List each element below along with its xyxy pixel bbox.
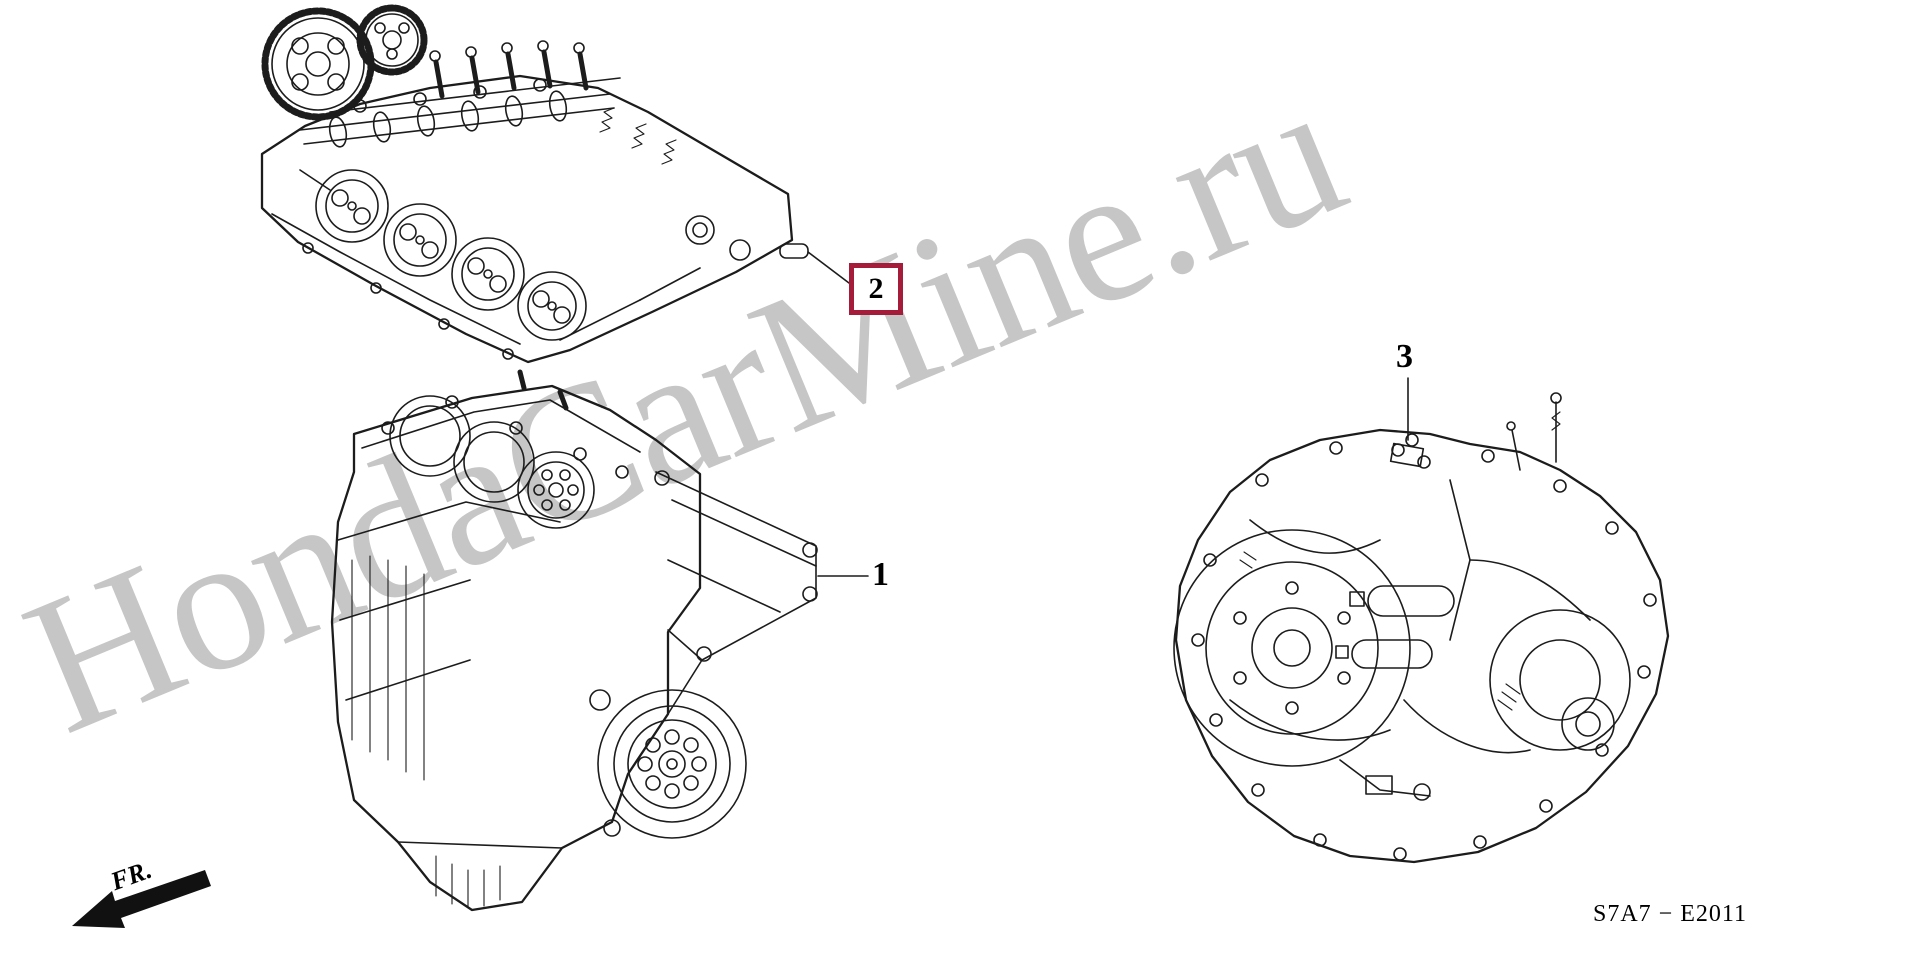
callout-1-label: 1 (872, 556, 889, 593)
diagram-code: S7A7 − E2011 (1593, 901, 1747, 927)
engine-block-drawing (330, 369, 818, 912)
callout-3[interactable]: 3 (1396, 340, 1413, 374)
callout-1[interactable]: 1 (872, 558, 889, 592)
leader-line-2 (807, 251, 850, 284)
transmission-drawing (1173, 392, 1670, 864)
cylinder-head-drawing (260, 4, 809, 364)
callout-2-label: 2 (868, 272, 884, 305)
fr-arrow-icon (72, 870, 211, 928)
leader-lines (807, 251, 1409, 577)
callout-2[interactable]: 2 (849, 263, 903, 315)
callout-3-label: 3 (1396, 338, 1413, 375)
